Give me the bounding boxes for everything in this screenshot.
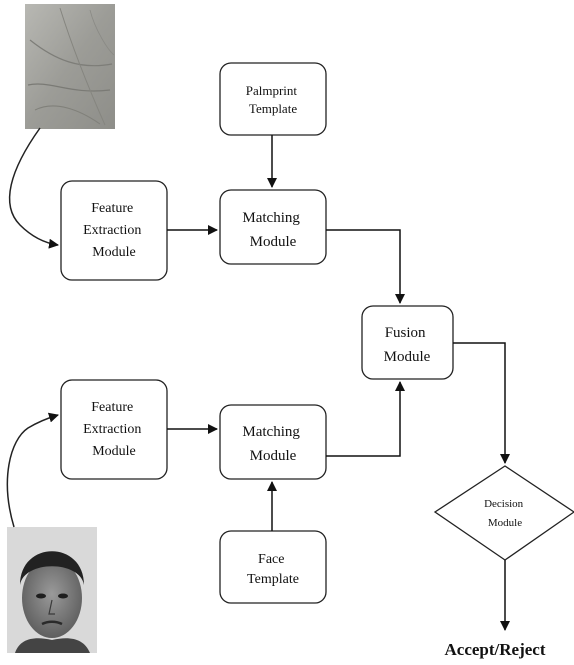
matching-bottom-to-fusion-arrow	[326, 381, 405, 457]
fusion-label: Fusion Module	[384, 325, 431, 365]
matching-bottom-box	[219, 404, 327, 480]
fusion-to-decision-arrow	[453, 342, 510, 464]
accept-reject-label: Accept/Reject	[445, 640, 546, 659]
matching-top-to-fusion-arrow	[326, 229, 405, 304]
feature-extraction-bottom-label: Feature Extraction Module	[83, 400, 145, 459]
face-to-feature-arrow	[6, 412, 59, 528]
palm-to-feature-arrow	[8, 127, 59, 249]
matching-bottom-label: Matching Module	[242, 424, 303, 464]
face-image	[7, 527, 97, 653]
face-template-label: Face Template	[247, 552, 299, 587]
fusion-box	[361, 305, 454, 380]
palmprint-image	[25, 4, 115, 129]
decision-diamond	[433, 465, 574, 561]
feature-extraction-top-label: Feature Extraction Module	[83, 201, 145, 260]
matching-top-box	[219, 189, 327, 265]
decision-label: Decision Module	[484, 498, 526, 529]
matching-top-label: Matching Module	[242, 210, 303, 250]
face-template-box	[219, 530, 327, 604]
palmprint-template-label: Palmprint Template	[246, 83, 301, 116]
palmprint-template-box	[219, 62, 327, 136]
